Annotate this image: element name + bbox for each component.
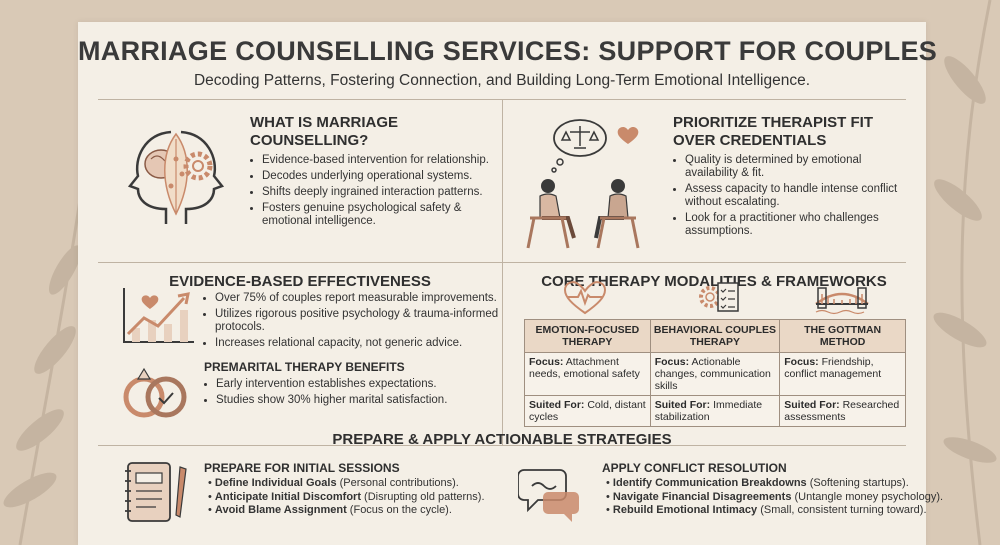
list-item: • Identify Communication Breakdowns (Sof… bbox=[606, 477, 909, 489]
list-item: Assess capacity to handle intense confli… bbox=[685, 183, 910, 209]
focus-value: Actionable changes, communication skills bbox=[654, 356, 771, 392]
apply-heading: APPLY CONFLICT RESOLUTION bbox=[602, 461, 787, 475]
list-item: Look for a practitioner who challenges a… bbox=[685, 212, 910, 238]
item-rest: (Softening startups). bbox=[806, 477, 909, 489]
divider-bottom bbox=[98, 445, 906, 446]
item-rest: (Small, consistent turning toward). bbox=[757, 504, 927, 516]
modality-focus-cell: Focus: Friendship, conflict management bbox=[779, 352, 906, 396]
modalities-heading: CORE THERAPY MODALITIES & FRAMEWORKS bbox=[541, 273, 887, 290]
bridge-icon bbox=[815, 287, 869, 315]
list-item: Quality is determined by emotional avail… bbox=[685, 154, 910, 180]
modality-suited-cell: Suited For: Immediate stabilization bbox=[649, 395, 781, 427]
modality-suited-cell: Suited For: Researched assessments bbox=[779, 395, 906, 427]
list-item: Evidence-based intervention for relation… bbox=[262, 154, 502, 167]
premarital-bullets: Early intervention establishes expectati… bbox=[204, 378, 506, 410]
what-is-bullets: Evidence-based intervention for relation… bbox=[250, 154, 502, 231]
notebook-pen-icon bbox=[125, 462, 187, 522]
prepare-heading: PREPARE FOR INITIAL SESSIONS bbox=[204, 461, 400, 475]
modalities-table: EMOTION-FOCUSED THERAPY BEHAVIORAL COUPL… bbox=[524, 319, 906, 427]
therapist-fit-bullets: Quality is determined by emotional avail… bbox=[673, 154, 910, 241]
table-row: EMOTION-FOCUSED THERAPY BEHAVIORAL COUPL… bbox=[524, 319, 906, 353]
infographic-card: MARRIAGE COUNSELLING SERVICES: SUPPORT F… bbox=[78, 22, 943, 545]
suited-value: Cold, distant cycles bbox=[529, 399, 646, 423]
item-rest: (Focus on the cycle). bbox=[346, 504, 452, 516]
therapist-fit-heading: PRIORITIZE THERAPIST FIT OVER CREDENTIAL… bbox=[673, 114, 913, 150]
modality-header: BEHAVIORAL COUPLES THERAPY bbox=[649, 319, 781, 353]
focus-label: Focus: bbox=[529, 356, 564, 368]
list-item: Increases relational capacity, not gener… bbox=[215, 337, 505, 350]
suited-value: Immediate stabilization bbox=[654, 399, 763, 423]
modality-focus-cell: Focus: Actionable changes, communication… bbox=[649, 352, 781, 396]
list-item: Early intervention establishes expectati… bbox=[216, 378, 506, 391]
item-bold: Define Individual Goals bbox=[214, 477, 337, 489]
modality-header: EMOTION-FOCUSED THERAPY bbox=[524, 319, 651, 353]
what-is-heading: WHAT IS MARRIAGE COUNSELLING? bbox=[250, 114, 490, 150]
list-item: • Anticipate Initial Discomfort (Disrupt… bbox=[208, 490, 485, 503]
modality-header: THE GOTTMAN METHOD bbox=[779, 319, 906, 353]
leaf-shadow-left-icon bbox=[3, 199, 82, 545]
prepare-list: • Define Individual Goals (Personal cont… bbox=[208, 477, 485, 518]
table-row: Suited For: Cold, distant cycles Suited … bbox=[524, 395, 906, 427]
list-item: Fosters genuine psychological safety & e… bbox=[262, 202, 502, 228]
wedding-rings-icon bbox=[123, 367, 187, 418]
list-item: Studies show 30% higher marital satisfac… bbox=[216, 394, 506, 407]
focus-label: Focus: bbox=[784, 356, 819, 368]
page-title: MARRIAGE COUNSELLING SERVICES: SUPPORT F… bbox=[78, 36, 938, 66]
page-subtitle: Decoding Patterns, Fostering Connection,… bbox=[193, 72, 811, 89]
therapist-fit-heading-line2: OVER CREDENTIALS bbox=[673, 132, 827, 149]
item-bold: Rebuild Emotional Intimacy bbox=[612, 504, 758, 516]
item-bold: Anticipate Initial Discomfort bbox=[214, 490, 361, 503]
item-bold: Avoid Blame Assignment bbox=[214, 504, 347, 516]
evidence-bullets: Over 75% of couples report measurable im… bbox=[203, 292, 505, 353]
heart-pulse-icon bbox=[563, 281, 607, 315]
leaf-shadow-right-icon bbox=[933, 0, 997, 545]
list-item: • Define Individual Goals (Personal cont… bbox=[208, 477, 459, 489]
modality-focus-cell: Focus: Attachment needs, emotional safet… bbox=[524, 352, 651, 396]
divider-vertical-middle bbox=[502, 263, 503, 445]
suited-label: Suited For: bbox=[654, 399, 711, 411]
suited-label: Suited For: bbox=[529, 399, 585, 411]
divider-top bbox=[98, 99, 906, 100]
therapist-fit-heading-line1: PRIORITIZE THERAPIST FIT bbox=[673, 114, 874, 131]
item-bold: Navigate Financial Disagreements bbox=[612, 490, 792, 503]
suited-label: Suited For: bbox=[784, 399, 840, 411]
table-row: Focus: Attachment needs, emotional safet… bbox=[524, 352, 906, 396]
divider-middle bbox=[98, 262, 906, 263]
modality-suited-cell: Suited For: Cold, distant cycles bbox=[524, 395, 651, 427]
what-is-heading-line1: WHAT IS MARRIAGE bbox=[250, 114, 399, 131]
item-rest: (Disrupting old patterns). bbox=[361, 490, 485, 503]
list-item: • Rebuild Emotional Intimacy (Small, con… bbox=[606, 504, 927, 516]
apply-list: • Identify Communication Breakdowns (Sof… bbox=[606, 477, 943, 518]
gear-checklist-icon bbox=[699, 282, 739, 312]
what-is-heading-line2: COUNSELLING? bbox=[250, 132, 369, 149]
focus-value: Attachment needs, emotional safety bbox=[529, 356, 640, 380]
focus-label: Focus: bbox=[654, 356, 690, 368]
list-item: Decodes underlying operational systems. bbox=[262, 170, 502, 183]
suited-value: Researched assessments bbox=[784, 399, 900, 423]
list-item: Utilizes rigorous positive psychology & … bbox=[215, 308, 505, 334]
list-item: Over 75% of couples report measurable im… bbox=[215, 292, 505, 305]
speech-bubbles-icon bbox=[518, 469, 579, 522]
list-item: • Avoid Blame Assignment (Focus on the c… bbox=[208, 504, 452, 516]
item-rest: (Untangle money psychology). bbox=[791, 490, 944, 503]
growth-chart-icon bbox=[123, 288, 194, 343]
evidence-heading: EVIDENCE-BASED EFFECTIVENESS bbox=[169, 273, 431, 290]
focus-value: Friendship, conflict management bbox=[784, 356, 882, 380]
list-item: Shifts deeply ingrained interaction patt… bbox=[262, 186, 502, 199]
item-rest: (Personal contributions). bbox=[336, 477, 459, 489]
list-item: • Navigate Financial Disagreements (Unta… bbox=[606, 490, 944, 503]
strategies-heading: PREPARE & APPLY ACTIONABLE STRATEGIES bbox=[332, 431, 672, 448]
brain-heads-icon bbox=[127, 130, 225, 224]
therapy-session-icon bbox=[526, 119, 640, 249]
item-bold: Identify Communication Breakdowns bbox=[612, 477, 807, 489]
divider-vertical-top bbox=[502, 100, 503, 262]
premarital-heading: PREMARITAL THERAPY BENEFITS bbox=[204, 360, 405, 374]
